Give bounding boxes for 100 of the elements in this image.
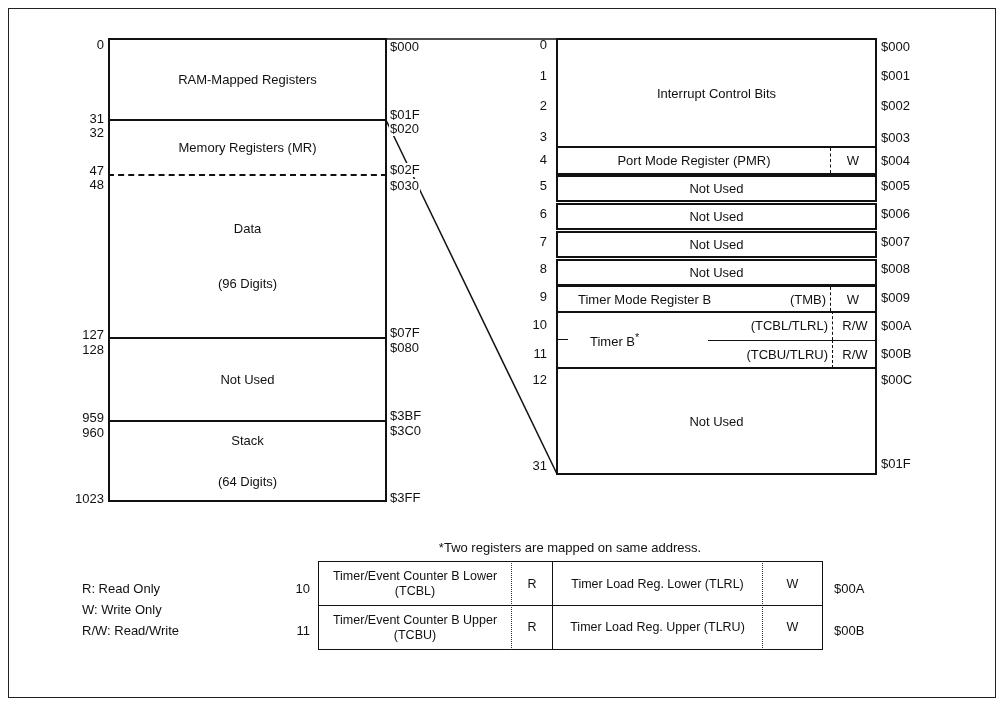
memory-block [108, 174, 387, 339]
hex-address: $007 [880, 235, 911, 249]
decimal-address: 11 [533, 347, 547, 361]
decimal-address: 1023 [75, 492, 104, 506]
memory-block [556, 146, 877, 175]
hex-address: $020 [389, 122, 420, 136]
hex-address: $006 [880, 207, 911, 221]
decimal-address: 128 [82, 343, 104, 357]
decimal-address: 8 [539, 262, 547, 276]
memory-block [556, 285, 877, 313]
block-label: Timer B$^{*}$ [590, 330, 640, 350]
hex-address: $02F [389, 163, 421, 177]
row-number: 11 [296, 624, 310, 638]
table-cell: Timer Load Reg. Upper (TLRU) [553, 605, 763, 650]
decimal-address: 5 [539, 179, 547, 193]
hex-address: $3C0 [389, 424, 423, 438]
access-label: W [830, 148, 875, 173]
decimal-address: 960 [82, 426, 104, 440]
decimal-address: 127 [82, 328, 104, 342]
block-label: Timer Mode Register B [577, 291, 713, 307]
memory-block [708, 311, 877, 341]
address-label: $00B [834, 624, 865, 638]
hex-address: $003 [880, 131, 911, 145]
decimal-address: 2 [539, 99, 547, 113]
block-label: (96 Digits) [217, 275, 278, 291]
hex-address: $00A [880, 319, 913, 333]
hex-address: $00B [880, 347, 913, 361]
hex-address: $008 [880, 262, 911, 276]
hex-address: $004 [880, 154, 911, 168]
row-number: 10 [295, 582, 310, 596]
table-cell: W [763, 605, 823, 650]
hex-address: $002 [880, 99, 911, 113]
access-label: W [830, 287, 875, 311]
memory-block [556, 231, 877, 258]
expansion-line [385, 119, 558, 475]
decimal-address: 9 [539, 290, 547, 304]
decimal-address: 0 [96, 38, 104, 52]
decimal-address: 4 [539, 153, 547, 167]
memory-block [556, 203, 877, 230]
hex-address: $07F [389, 326, 421, 340]
memory-block [556, 367, 877, 475]
hex-address: $00C [880, 373, 914, 387]
memory-block [556, 311, 877, 369]
block-label: (TCBU/TLRU) [746, 346, 829, 362]
key-text: R: Read Only [82, 582, 161, 596]
decimal-address: 31 [89, 112, 104, 126]
hex-address: $005 [880, 179, 911, 193]
memory-block [108, 337, 387, 422]
memory-block [108, 119, 387, 176]
block-label: Not Used [220, 372, 275, 387]
decimal-address: 10 [532, 318, 547, 332]
block-label: Data [233, 220, 262, 236]
access-label: R/W [832, 311, 877, 340]
decimal-address: 1 [539, 69, 547, 83]
table-cell: R [512, 605, 553, 650]
block-label: (64 Digits) [217, 474, 278, 489]
block-label: Not Used [689, 237, 744, 252]
block-label: Not Used [689, 413, 744, 429]
block-label: Not Used [689, 265, 744, 280]
access-label: R/W [832, 340, 877, 368]
decimal-address: 32 [89, 126, 104, 140]
memory-block [108, 420, 387, 502]
expansion-line [385, 38, 558, 40]
hex-address: $3BF [389, 409, 423, 423]
decimal-address: 0 [539, 38, 547, 52]
memory-block [108, 38, 387, 121]
block-label: Memory Registers (MR) [178, 140, 317, 155]
table-cell: W [763, 561, 823, 606]
decimal-address: 959 [82, 411, 104, 425]
table-cell: R [512, 561, 553, 606]
block-label: RAM-Mapped Registers [178, 72, 317, 87]
decimal-address: 7 [539, 235, 547, 249]
block-label: Stack [231, 433, 264, 448]
memory-block [556, 259, 877, 286]
block-label: Interrupt Control Bits [656, 85, 777, 101]
decimal-address: 47 [89, 164, 104, 178]
table-cell: Timer/Event Counter B Upper (TCBU) [318, 605, 512, 650]
block-label: Port Mode Register (PMR) [616, 153, 772, 168]
memory-block [556, 38, 877, 148]
decimal-address: 31 [532, 459, 547, 473]
block-label: Not Used [689, 181, 744, 196]
decimal-address: 12 [532, 373, 547, 387]
address-label: $00A [834, 582, 865, 596]
hex-address: $01F [389, 108, 421, 122]
table-cell: Timer/Event Counter B Lower (TCBL) [318, 561, 512, 606]
memory-block [556, 175, 877, 202]
hex-address: $030 [389, 179, 420, 193]
hex-address: $000 [389, 40, 420, 54]
decimal-address: 48 [89, 178, 104, 192]
decimal-address: 3 [539, 130, 547, 144]
block-label: Not Used [689, 209, 744, 224]
hex-address: $009 [880, 291, 911, 305]
key-text: W: Write Only [82, 603, 162, 617]
block-label: (TCBL/TLRL) [750, 318, 829, 333]
hex-address: $080 [389, 341, 420, 355]
decimal-address: 6 [539, 207, 547, 221]
table-cell: Timer Load Reg. Lower (TLRL) [553, 561, 763, 606]
key-text: R/W: Read/Write [82, 624, 180, 638]
footnote: *Two registers are mapped on same address. [438, 541, 702, 555]
block-label: (TMB) [789, 291, 827, 307]
